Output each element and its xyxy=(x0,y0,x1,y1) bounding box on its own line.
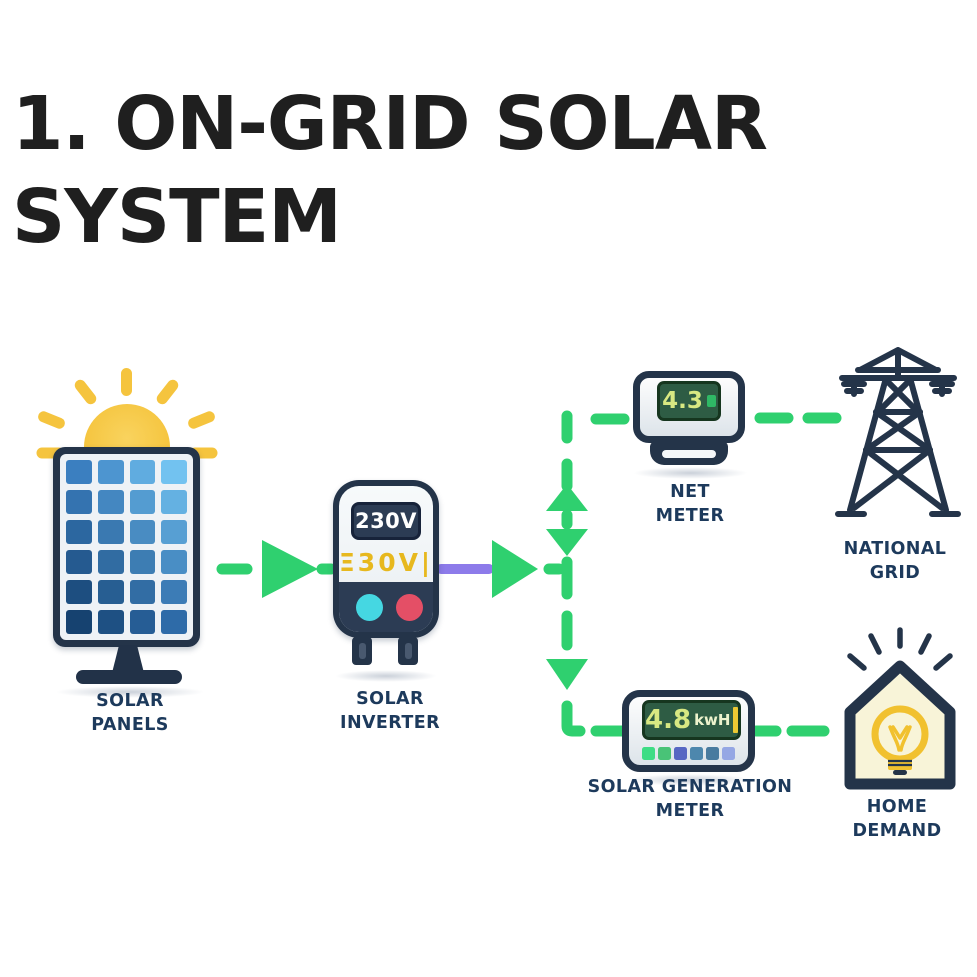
inverter-voltage-display: 230V xyxy=(351,502,421,540)
sun-ray-icon xyxy=(36,409,67,431)
generation-reading: 4.8 xyxy=(645,705,692,735)
arrow-up-icon xyxy=(546,484,588,511)
transmission-tower-icon xyxy=(835,347,961,517)
shadow xyxy=(335,670,437,682)
arrow-right-icon xyxy=(492,540,538,598)
indicator-square xyxy=(658,747,671,760)
national-grid-label: NATIONAL GRID xyxy=(815,538,975,585)
inverter-voltage: 230V xyxy=(354,509,418,533)
national-grid-node xyxy=(830,346,966,536)
panel-stand-base xyxy=(76,670,182,684)
indicator-square xyxy=(674,747,687,760)
pv-cell xyxy=(66,460,92,484)
generation-meter-label: SOLAR GENERATION METER xyxy=(555,776,825,823)
pv-cell xyxy=(66,580,92,604)
pv-cell xyxy=(97,580,124,604)
display-cursor xyxy=(733,707,738,733)
solar-panels-node xyxy=(20,362,240,702)
home-demand-label: HOME DEMAND xyxy=(822,796,972,843)
label-line: NATIONAL xyxy=(843,539,947,559)
solar-inverter-node: 230V Ξ30V| xyxy=(333,480,443,682)
label-line: GRID xyxy=(869,562,921,583)
pv-cell xyxy=(66,490,92,514)
inverter-button-cyan xyxy=(356,594,383,621)
pv-cell xyxy=(129,610,156,634)
net-meter-label: NET METER xyxy=(610,481,770,528)
solar-inverter-label: SOLAR INVERTER xyxy=(300,688,480,735)
inverter-leg xyxy=(352,637,372,665)
indicator-square xyxy=(706,747,719,760)
label-line: INVERTER xyxy=(340,712,440,733)
sun-ray-icon xyxy=(154,377,181,407)
pv-cell xyxy=(129,550,156,574)
inverter-leg xyxy=(398,637,418,665)
label-line: PANELS xyxy=(91,714,169,735)
label-line: SOLAR xyxy=(96,691,164,711)
indicator-square xyxy=(722,747,735,760)
inverter-button-red xyxy=(396,594,423,621)
net-meter-display: 4.3 xyxy=(657,381,721,421)
solar-panel-icon xyxy=(53,447,200,647)
indicator-square xyxy=(690,747,703,760)
pv-cell xyxy=(97,520,124,544)
indicator-square xyxy=(642,747,655,760)
net-meter-slot xyxy=(662,450,716,458)
pv-cell xyxy=(161,580,187,604)
pv-cell xyxy=(161,550,187,574)
label-line: NET xyxy=(670,482,710,502)
home-demand-node xyxy=(838,626,962,796)
pv-cell xyxy=(129,520,156,544)
inverter-bottom-band xyxy=(339,582,433,632)
pv-cell xyxy=(66,520,92,544)
pv-cell xyxy=(129,580,156,604)
label-line: DEMAND xyxy=(852,820,942,841)
page-title: 1. ON-GRID SOLAR SYSTEM xyxy=(12,81,768,260)
generation-meter-node: 4.8 kwH xyxy=(622,690,762,800)
label-line: HOME xyxy=(866,797,928,817)
label-line: SOLAR GENERATION xyxy=(587,777,793,797)
sun-ray-icon xyxy=(186,409,217,431)
shadow xyxy=(627,774,752,786)
sun-ray-icon xyxy=(121,368,132,396)
inverter-icon: 230V Ξ30V| xyxy=(333,480,439,638)
pv-cell xyxy=(161,460,187,484)
sun-ray-icon xyxy=(72,377,99,407)
panel-stand-neck xyxy=(112,645,144,673)
net-meter-node: 4.3 xyxy=(633,371,753,491)
solar-panels-label: SOLAR PANELS xyxy=(40,690,220,737)
arrow-down-icon xyxy=(546,529,588,556)
pv-cell xyxy=(97,610,124,634)
pv-cell xyxy=(66,610,92,634)
pv-cell xyxy=(66,550,92,574)
solar-panel-inner xyxy=(60,454,193,640)
pv-cell xyxy=(97,550,124,574)
meter-unit-glyph-icon xyxy=(706,395,716,407)
shadow xyxy=(55,686,205,698)
pv-cell xyxy=(97,490,124,514)
pv-cell xyxy=(161,610,187,634)
pv-cell xyxy=(129,460,156,484)
shadow xyxy=(633,467,748,479)
label-line: METER xyxy=(655,505,725,526)
arrow-down-icon xyxy=(546,659,588,690)
label-line: METER xyxy=(655,800,725,821)
solar-panel-grid xyxy=(66,460,187,634)
label-line: SOLAR xyxy=(356,689,424,709)
pv-cell xyxy=(161,490,187,514)
generation-meter-display: 4.8 kwH xyxy=(642,700,741,740)
net-meter-reading: 4.3 xyxy=(662,388,703,414)
pv-cell xyxy=(161,520,187,544)
home-lightbulb-icon xyxy=(844,627,956,790)
inverter-face: 230V Ξ30V| xyxy=(339,486,433,632)
net-meter-base xyxy=(650,441,728,465)
pv-cell xyxy=(129,490,156,514)
generation-unit: kwH xyxy=(694,711,731,729)
flow-corner xyxy=(561,700,586,737)
arrow-right-icon xyxy=(262,540,318,598)
pv-cell xyxy=(97,460,124,484)
inverter-secondary-display: Ξ30V| xyxy=(339,548,433,577)
meter-indicator-squares xyxy=(642,747,735,760)
